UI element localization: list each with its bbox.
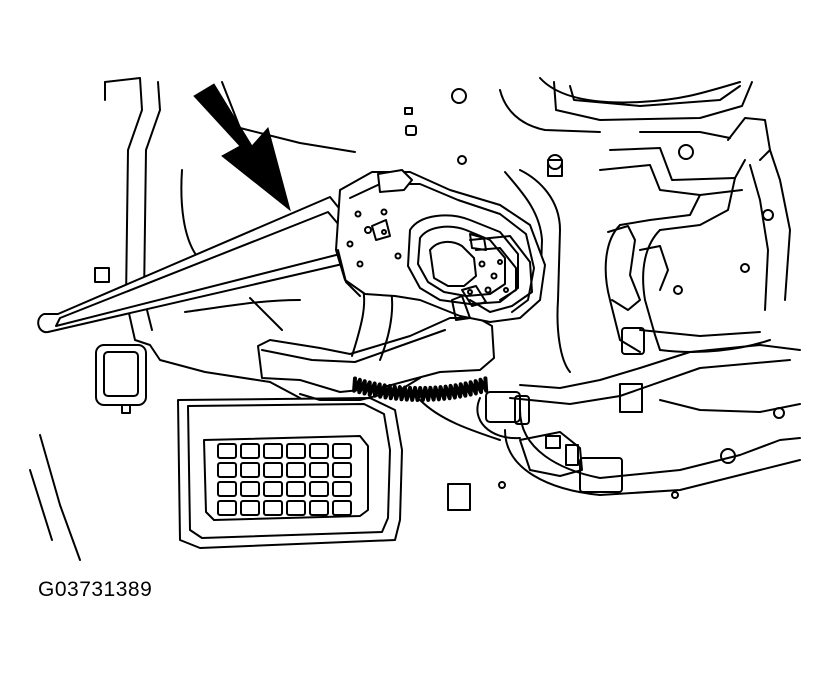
grille-cell bbox=[263, 462, 283, 478]
grille-cell bbox=[240, 443, 260, 459]
grille-cell bbox=[286, 500, 306, 516]
mounting-holes bbox=[94, 88, 785, 511]
grille-cell bbox=[240, 462, 260, 478]
grille-cell bbox=[217, 462, 237, 478]
grille-cell bbox=[240, 500, 260, 516]
figure-code-label: G03731389 bbox=[38, 578, 153, 601]
grille-cell bbox=[286, 481, 306, 497]
grille-cell bbox=[286, 462, 306, 478]
grille-cell bbox=[309, 443, 329, 459]
motor-pivot-assembly bbox=[335, 169, 546, 323]
grille-cells bbox=[217, 443, 352, 516]
grille-cell bbox=[217, 443, 237, 459]
grille-cell bbox=[263, 481, 283, 497]
grille-cell bbox=[217, 481, 237, 497]
door-panel-outline bbox=[29, 77, 801, 561]
upper-right-cavity bbox=[499, 77, 753, 139]
grille-cell bbox=[217, 500, 237, 516]
grille-cell bbox=[332, 500, 352, 516]
wiring-harness bbox=[419, 117, 801, 496]
grille-cell bbox=[263, 500, 283, 516]
pointer-arrow-icon bbox=[193, 83, 291, 212]
regulator-arm bbox=[37, 196, 361, 334]
grille-cell bbox=[309, 462, 329, 478]
grille-cell bbox=[309, 500, 329, 516]
sector-gear-teeth bbox=[352, 376, 489, 402]
grille-cell bbox=[309, 481, 329, 497]
grille-cell bbox=[332, 481, 352, 497]
grille-cell bbox=[332, 443, 352, 459]
grille-cell bbox=[263, 443, 283, 459]
speaker-grille bbox=[177, 397, 403, 549]
grille-cell bbox=[240, 481, 260, 497]
grille-cell bbox=[332, 462, 352, 478]
grille-cell bbox=[286, 443, 306, 459]
